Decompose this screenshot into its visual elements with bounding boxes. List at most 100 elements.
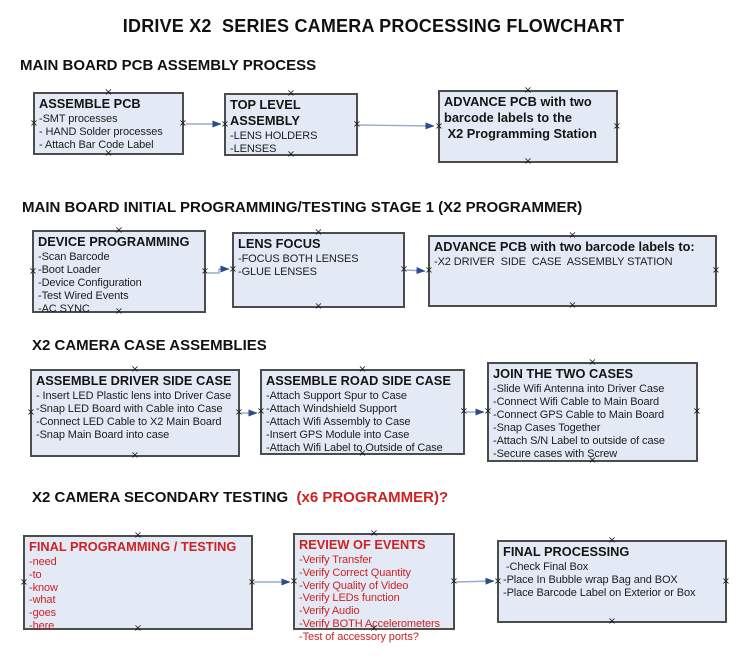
flow-box-advance-pcb-programming-station: ADVANCE PCB with two barcode labels to t…	[438, 90, 618, 163]
connector-x-icon	[693, 407, 701, 417]
flow-box-assemble-road-side-case: ASSEMBLE ROAD SIDE CASE -Attach Support …	[260, 369, 465, 455]
box-title: LENS FOCUS	[238, 236, 321, 251]
connector-x-icon	[248, 578, 256, 588]
section-heading-initial-programming: MAIN BOARD INITIAL PROGRAMMING/TESTING S…	[22, 199, 583, 216]
flow-step-line: - Attach Bar Code Label	[39, 139, 154, 151]
connector-x-icon	[314, 302, 322, 312]
connector-x-icon	[221, 120, 229, 130]
flow-step-line: -Insert GPS Module into Case	[266, 429, 410, 441]
flow-box-device-programming: DEVICE PROGRAMMING -Scan Barcode -Boot L…	[29, 230, 209, 315]
flow-step-line: -Connect GPS Cable to Main Board	[493, 409, 665, 421]
flow-step-line: -Attach S/N Label to outside of case	[493, 435, 665, 447]
connector-x-icon	[179, 119, 187, 129]
connector-x-icon	[290, 577, 298, 587]
flow-step-line: -what	[29, 594, 56, 607]
flow-step-line: -GLUE LENSES	[238, 266, 317, 278]
connector-x-icon	[425, 266, 433, 276]
heading-text: X2 CAMERA SECONDARY TESTING	[32, 489, 293, 506]
connector-x-icon	[608, 617, 616, 627]
connector-x-icon	[435, 122, 443, 132]
flow-step-line: -Place In Bubble wrap Bag and BOX	[503, 573, 678, 586]
connector-x-icon	[201, 267, 209, 277]
flow-step-line: -Secure cases with Screw	[493, 448, 618, 460]
flow-box-advance-pcb-driver-side-station: ADVANCE PCB with two barcode labels to: …	[428, 235, 717, 307]
flow-step-line: -Snap LED Board with Cable into Case	[36, 403, 223, 415]
flow-step-line: -FOCUS BOTH LENSES	[238, 253, 359, 265]
box-title: ADVANCE PCB with two barcode labels to:	[434, 239, 695, 254]
flow-step-line: -Snap Cases Together	[493, 422, 601, 434]
page-title: IDRIVE X2 SERIES CAMERA PROCESSING FLOWC…	[122, 16, 625, 36]
connector-x-icon	[235, 408, 243, 418]
connector-x-icon	[400, 265, 408, 275]
flow-step-line: -Place Barcode Label on Exterior or Box	[503, 586, 696, 599]
connector-x-icon	[27, 408, 35, 418]
flow-step-line: -Attach Wifi Label to Outside of Case	[266, 442, 443, 454]
connector-x-icon	[712, 266, 720, 276]
flow-step-line: -SMT processes	[39, 113, 118, 125]
flow-step-line: -Device Configuration	[38, 277, 142, 289]
flow-step-line: -LENS HOLDERS	[230, 130, 318, 142]
connector-x-icon	[524, 157, 532, 167]
box-title: DEVICE PROGRAMMING	[38, 234, 190, 249]
box-title: ASSEMBLE ROAD SIDE CASE	[266, 373, 451, 388]
flow-step-line: -Boot Loader	[38, 264, 101, 276]
connector-x-icon	[613, 122, 621, 132]
flow-step-line: -Verify BOTH Accelerometers	[299, 617, 440, 630]
flow-step-line: -Check Final Box	[503, 561, 589, 573]
connector-x-icon	[30, 119, 38, 129]
flow-step-line: -Verify Transfer	[299, 554, 372, 566]
connector-x-icon	[229, 265, 237, 275]
flow-step-line: -Connect LED Cable to X2 Main Board	[36, 416, 222, 428]
box-title: ASSEMBLE PCB	[39, 96, 141, 111]
box-title: REVIEW OF EVENTS	[299, 537, 426, 552]
flow-step-line: -LENSES	[230, 143, 277, 155]
flow-step-line: -here	[29, 619, 55, 632]
flow-box-lens-focus: LENS FOCUS -FOCUS BOTH LENSES -GLUE LENS…	[232, 232, 405, 308]
flow-step-line: -Verify LEDs function	[299, 592, 400, 605]
connector-x-icon	[494, 577, 502, 587]
flow-step-line: -Verify Audio	[299, 605, 360, 618]
connector-x-icon	[29, 267, 37, 277]
flow-step-line: - HAND Solder processes	[39, 126, 163, 138]
box-title: JOIN THE TWO CASES	[493, 366, 634, 381]
flow-step-line: -Slide Wifi Antenna into Driver Case	[493, 383, 665, 395]
flow-box-join-the-two-cases: JOIN THE TWO CASES -Slide Wifi Antenna i…	[487, 362, 698, 462]
flow-step-line: - Insert LED Plastic lens into Driver Ca…	[36, 390, 232, 402]
flow-box-assemble-pcb: ASSEMBLE PCB -SMT processes - HAND Solde…	[33, 92, 184, 155]
flow-step-line: -Snap Main Board into case	[36, 429, 170, 441]
section-heading-case-assemblies: X2 CAMERA CASE ASSEMBLIES	[32, 337, 267, 354]
connector-x-icon	[450, 577, 458, 587]
box-title: ADVANCE PCB with two barcode labels to t…	[444, 94, 597, 141]
section-heading-secondary-testing: X2 CAMERA SECONDARY TESTING (x6 PROGRAMM…	[32, 489, 448, 506]
flow-step-line: -Scan Barcode	[38, 251, 110, 263]
flow-step-line: -X2 DRIVER SIDE CASE ASSEMBLY STATION	[434, 256, 673, 268]
flow-arrow	[405, 267, 426, 275]
flow-box-top-level-assembly: TOP LEVEL ASSEMBLY -LENS HOLDERS -LENSES	[224, 93, 358, 156]
flow-step-line: -Test of accessory ports?	[299, 630, 419, 643]
box-title: FINAL PROCESSING	[503, 544, 630, 559]
box-title: FINAL PROGRAMMING / TESTING	[29, 539, 237, 554]
section-heading-pcb-assembly: MAIN BOARD PCB ASSEMBLY PROCESS	[20, 57, 317, 74]
connector-x-icon	[353, 120, 361, 130]
connector-x-icon	[484, 407, 492, 417]
flow-step-line: -need	[29, 556, 57, 568]
flow-step-line: -Attach Wifi Assembly to Case	[266, 416, 411, 428]
connector-x-icon	[131, 451, 139, 461]
flow-step-line: -to	[29, 568, 42, 581]
box-title: ASSEMBLE DRIVER SIDE CASE	[36, 373, 232, 388]
connector-x-icon	[722, 577, 730, 587]
flow-box-review-of-events: REVIEW OF EVENTS -Verify Transfer -Verif…	[290, 533, 458, 643]
connector-x-icon	[568, 301, 576, 311]
flow-box-assemble-driver-side-case: ASSEMBLE DRIVER SIDE CASE - Insert LED P…	[30, 369, 240, 457]
flow-step-line: -Verify Quality of Video	[299, 579, 409, 592]
flow-box-final-processing: FINAL PROCESSING -Check Final Box -Place…	[497, 540, 727, 623]
flow-step-line: -AC SYNC	[38, 303, 90, 315]
flow-step-line: -Verify Correct Quantity	[299, 566, 411, 579]
flow-step-line: -Attach Windshield Support	[266, 403, 397, 415]
flow-arrow	[455, 577, 495, 585]
flow-arrow	[358, 122, 435, 130]
flow-step-line: -goes	[29, 607, 57, 620]
flow-step-line: -know	[29, 581, 58, 594]
connector-x-icon	[20, 578, 28, 588]
